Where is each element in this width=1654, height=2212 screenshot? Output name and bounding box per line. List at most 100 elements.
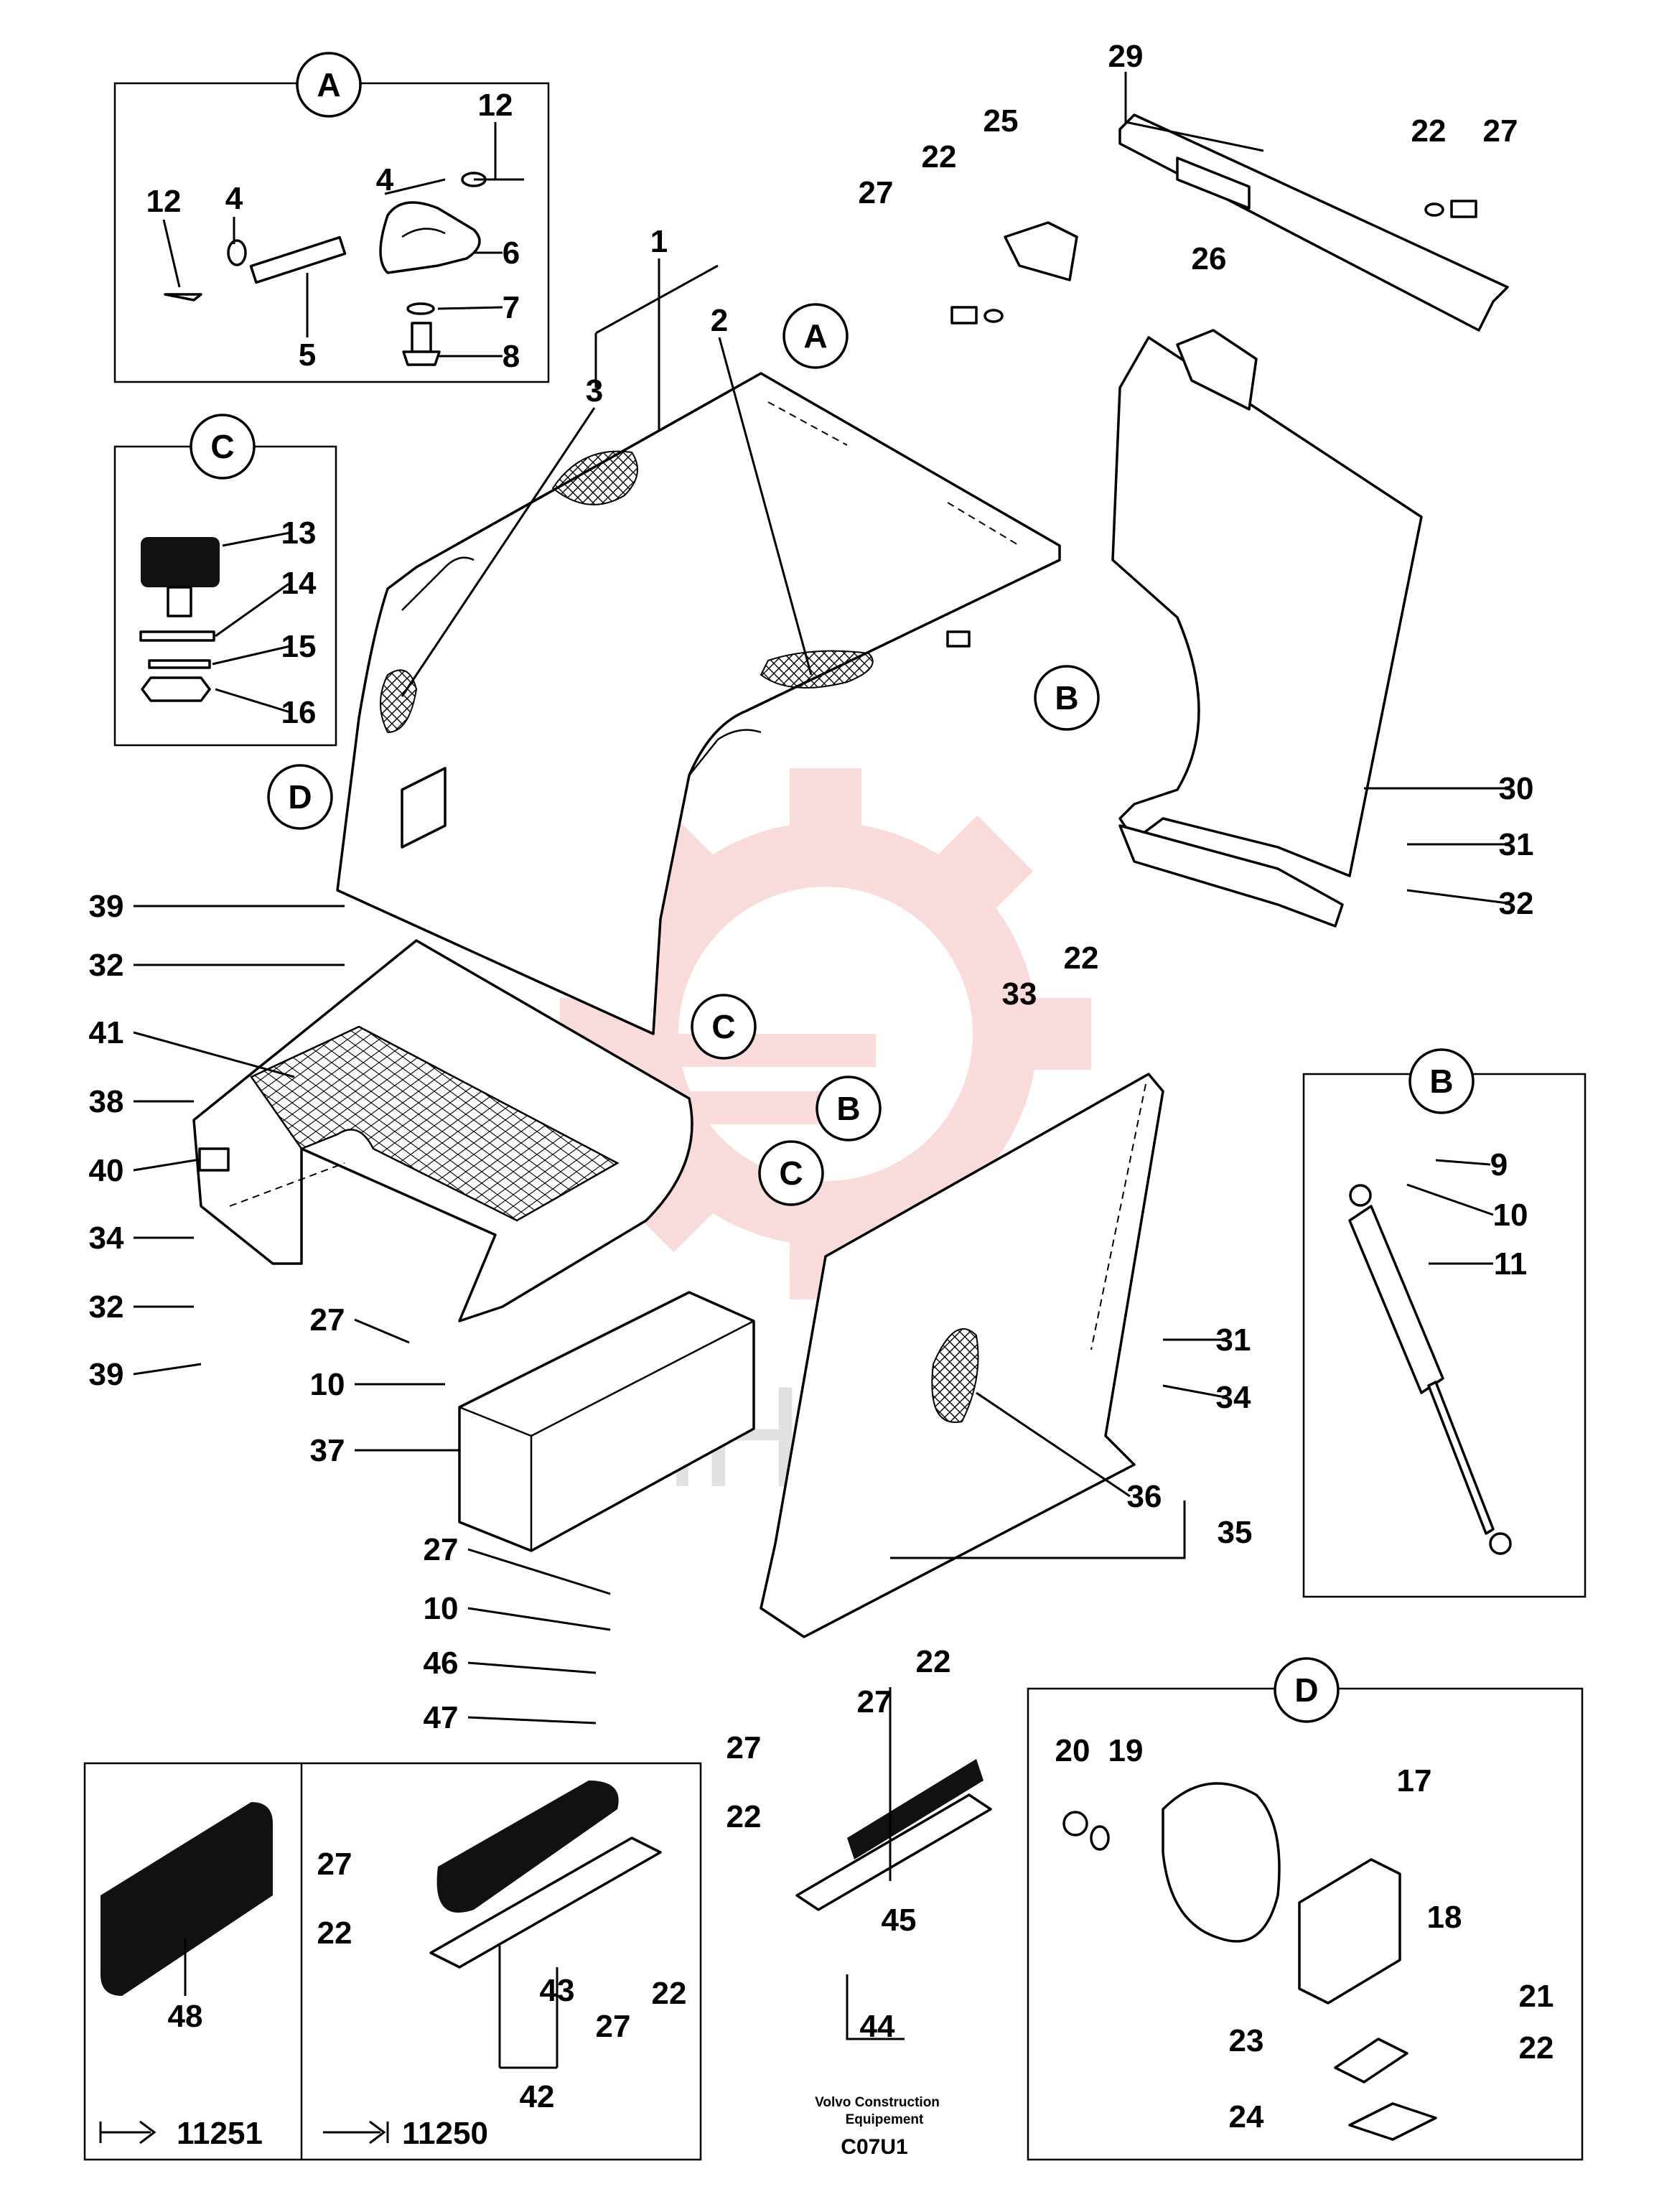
callout-letter: D — [1294, 1671, 1318, 1709]
hinge-assembly-drawing — [164, 172, 524, 366]
part-number-label: 22 — [652, 1976, 687, 2011]
legend-frame — [83, 1762, 702, 2161]
part-number-label: 31 — [1216, 1322, 1251, 1358]
legend-drawing — [99, 1759, 992, 2145]
part-number-label: 27 — [424, 1532, 459, 1567]
callout-letter: D — [288, 778, 312, 816]
part-number-label: 12 — [478, 88, 513, 123]
part-number-label: 12 — [146, 184, 182, 219]
part-number-label: 39 — [89, 889, 124, 924]
part-number-label: 30 — [1499, 771, 1534, 806]
leader-lines — [133, 72, 1508, 2069]
part-number-label: 15 — [281, 629, 317, 664]
part-number-label: 9 — [1490, 1147, 1508, 1182]
callout-c-1: C — [190, 414, 256, 480]
part-number-label: 17 — [1397, 1763, 1432, 1798]
part-number-label: 1 — [650, 224, 668, 259]
callout-d-9: D — [1274, 1657, 1340, 1723]
callout-circle — [758, 1140, 824, 1206]
callout-circle — [782, 303, 849, 369]
part-number-label: 35 — [1218, 1515, 1253, 1550]
part-number-label: 22 — [1411, 113, 1447, 149]
footnote-company: Volvo Construction — [815, 2095, 940, 2110]
callout-b-6: B — [816, 1075, 882, 1142]
part-number-label: 34 — [89, 1221, 124, 1256]
rubber-buffer-drawing — [139, 537, 220, 702]
part-number-label: 47 — [424, 1700, 459, 1735]
part-number-label: 4 — [376, 162, 394, 197]
part-number-label: 6 — [503, 235, 520, 271]
tool-box-drawing — [458, 1291, 755, 1552]
part-number-label: 44 — [860, 2009, 895, 2044]
part-number-label: 31 — [1499, 827, 1534, 862]
rear-panel-drawing — [950, 113, 1509, 928]
part-number-label: 33 — [1002, 976, 1037, 1012]
legend-code-right: 11250 — [402, 2116, 488, 2151]
part-number-label: 22 — [726, 1799, 762, 1834]
part-number-label: 42 — [520, 2079, 555, 2114]
part-number-label: 22 — [922, 139, 957, 174]
callout-a-2: A — [782, 303, 849, 369]
part-number-label: 36 — [1127, 1479, 1162, 1514]
callout-letter: B — [836, 1090, 860, 1127]
callout-circle — [1274, 1657, 1340, 1723]
callout-b-8: B — [1408, 1048, 1475, 1114]
drawing-code: C07U1 — [841, 2135, 907, 2159]
callout-letter: B — [1429, 1063, 1453, 1100]
part-number-label: 10 — [310, 1367, 345, 1402]
callout-letter: A — [317, 66, 340, 103]
part-number-label: 37 — [310, 1433, 345, 1468]
part-number-label: 27 — [596, 2009, 631, 2044]
part-number-label: 27 — [317, 1847, 352, 1882]
floor-plate-drawing — [192, 939, 693, 1322]
part-number-label: 38 — [89, 1084, 124, 1119]
footnote-company-2: Equipement — [846, 2112, 924, 2127]
callout-circle — [296, 52, 362, 118]
part-number-label: 5 — [299, 337, 316, 373]
part-number-label: 21 — [1519, 1979, 1554, 2014]
part-number-label: 27 — [726, 1730, 762, 1765]
detail-frame-b — [1302, 1073, 1587, 1598]
part-number-label: 13 — [281, 515, 317, 551]
part-number-label: 43 — [540, 1973, 575, 2008]
part-number-label: 41 — [89, 1015, 124, 1050]
part-number-label: 48 — [168, 1999, 203, 2034]
part-number-label: 27 — [857, 1684, 892, 1719]
part-number-label: 40 — [89, 1153, 124, 1188]
part-number-label: 46 — [424, 1646, 459, 1681]
part-number-label: 34 — [1216, 1380, 1251, 1415]
part-number-label: 14 — [281, 566, 317, 601]
part-number-label: 27 — [310, 1302, 345, 1338]
callout-letter: B — [1055, 679, 1078, 717]
part-number-label: 22 — [1519, 2030, 1554, 2066]
callout-c-7: C — [758, 1140, 824, 1206]
side-panel-drawing — [760, 1073, 1164, 1638]
callout-b-3: B — [1034, 665, 1100, 731]
callout-c-5: C — [691, 994, 757, 1060]
part-number-label: 25 — [983, 103, 1019, 139]
detail-frame-a — [113, 82, 550, 383]
callout-circle — [816, 1075, 882, 1142]
part-number-label: 26 — [1192, 241, 1227, 276]
part-number-label: 3 — [586, 373, 603, 409]
callout-letter: C — [779, 1154, 803, 1192]
callout-a-0: A — [296, 52, 362, 118]
callout-letter: C — [711, 1008, 735, 1045]
part-number-label: 8 — [503, 339, 520, 374]
part-number-label: 4 — [225, 181, 243, 216]
callout-letter: C — [210, 428, 234, 465]
part-number-label: 16 — [281, 695, 317, 730]
callout-letter: A — [803, 317, 827, 355]
part-number-label: 10 — [1493, 1198, 1528, 1233]
callout-circle — [190, 414, 256, 480]
legend-code-left: 11251 — [177, 2116, 263, 2151]
part-number-label: 10 — [424, 1591, 459, 1626]
callout-circle — [1034, 665, 1100, 731]
part-number-label: 19 — [1108, 1733, 1144, 1768]
part-number-label: 22 — [1064, 941, 1099, 976]
part-number-label: 24 — [1229, 2099, 1264, 2134]
engine-hood-drawing — [336, 372, 1061, 1035]
part-number-label: 39 — [89, 1357, 124, 1392]
